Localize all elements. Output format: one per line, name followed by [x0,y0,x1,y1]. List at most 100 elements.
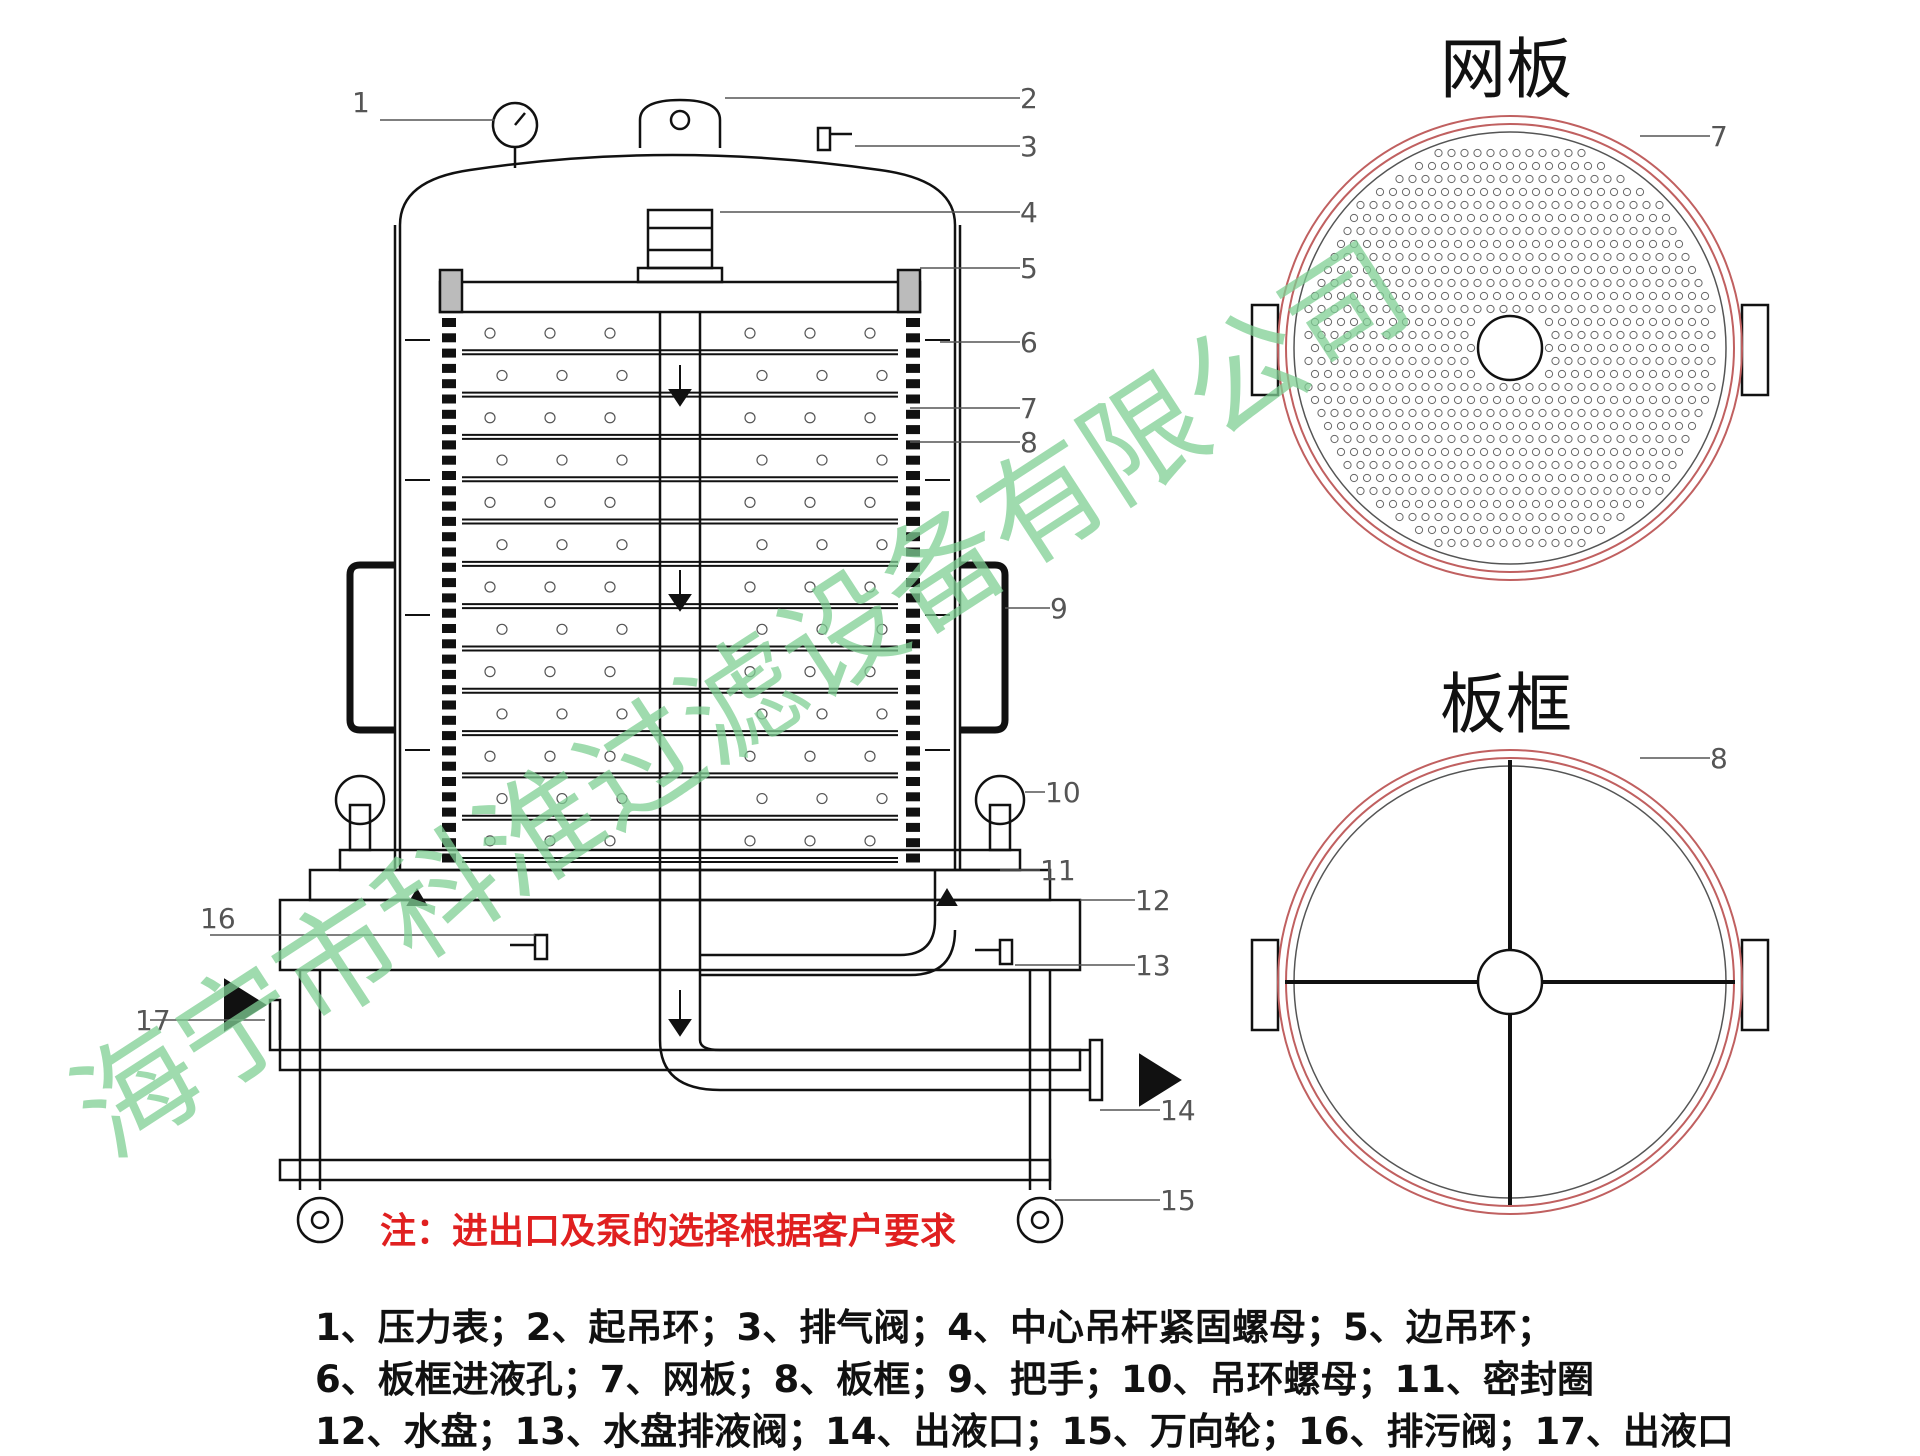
mesh-hole [1609,421,1619,431]
mesh-hole [1362,343,1372,353]
mesh-hole [1661,265,1671,275]
mesh-hole [1551,356,1560,366]
mesh-hole [1583,187,1593,197]
mesh-hole [1408,460,1417,470]
mesh-hole [1479,239,1489,249]
seal-block [442,532,456,542]
mesh-hole [1577,278,1586,288]
mesh-hole [1466,343,1476,353]
mesh-hole [1603,226,1612,236]
mesh-hole [1635,473,1645,483]
seal-block [906,822,920,832]
plate-hole [496,623,508,635]
mesh-hole [1642,460,1651,470]
mesh-hole [1687,317,1697,327]
plate-hole [816,539,828,551]
seal-block [906,761,920,771]
mesh-hole [1395,226,1404,236]
mesh-hole [1479,213,1489,223]
mesh-hole [1382,278,1391,288]
mesh-hole [1609,473,1619,483]
mesh-hole [1674,421,1684,431]
mesh-hole [1525,538,1534,548]
mesh-hole [1577,252,1586,262]
seal-block [442,807,456,817]
mesh-hole [1583,343,1593,353]
plate-hole [744,750,756,762]
mesh-hole [1401,473,1411,483]
mesh-hole [1557,525,1567,535]
mesh-hole [1317,382,1326,392]
mesh-hole [1356,200,1365,210]
mesh-hole [1382,434,1391,444]
mesh-hole [1479,161,1489,171]
mesh-hole [1668,252,1677,262]
mesh-hole [1629,486,1638,496]
mesh-hole [1362,213,1372,223]
callout-8: 8 [1020,426,1038,459]
mesh-hole [1635,187,1645,197]
mesh-hole [1609,447,1619,457]
mesh-hole [1466,161,1476,171]
mesh-hole [1596,239,1606,249]
leader-lines [150,97,1710,1201]
mesh-hole [1323,395,1333,405]
plate-hole [544,581,556,593]
mesh-hole [1460,330,1469,340]
mesh-hole [1687,395,1697,405]
plate-hole [816,792,828,805]
mesh-hole [1505,213,1515,223]
mesh-hole [1661,369,1671,379]
mesh-hole [1421,434,1430,444]
mesh-hole [1434,330,1443,340]
seal-block [906,700,920,710]
mesh-hole [1603,174,1612,184]
mesh-hole [1551,252,1560,262]
mesh-hole [1421,174,1430,184]
mesh-hole [1557,447,1567,457]
mesh-hole [1629,226,1638,236]
mesh-hole [1512,538,1521,548]
mesh-hole [1681,356,1690,366]
mesh-hole [1473,434,1482,444]
mesh-hole [1596,213,1606,223]
mesh-hole [1356,252,1365,262]
mesh-hole [1336,343,1346,353]
mesh-hole [1388,447,1398,457]
mesh-hole [1369,330,1378,340]
mesh-hole [1408,304,1417,314]
mesh-hole [1655,304,1664,314]
mesh-hole [1635,421,1645,431]
seal-block [906,333,920,343]
mesh-hole [1544,213,1554,223]
mesh-hole [1323,369,1333,379]
mesh-hole [1349,473,1359,483]
mesh-hole [1343,226,1352,236]
mesh-hole [1473,538,1482,548]
mesh-hole [1531,161,1541,171]
mesh-hole [1369,252,1378,262]
plate-hole [876,792,888,805]
plate-hole [616,539,628,551]
mesh-hole [1447,512,1456,522]
mesh-hole [1421,200,1430,210]
mesh-hole [1414,395,1424,405]
seal-block [906,532,920,542]
mesh-hole [1473,252,1482,262]
mesh-hole [1434,356,1443,366]
mesh-hole [1427,369,1437,379]
mesh-hole [1583,369,1593,379]
mesh-hole [1518,213,1528,223]
mesh-hole [1648,343,1658,353]
mesh-hole [1453,447,1463,457]
mesh-hole [1622,213,1632,223]
mesh-hole [1440,369,1450,379]
mesh-hole [1564,174,1573,184]
mesh-hole [1596,317,1606,327]
mesh-hole [1564,252,1573,262]
mesh-hole [1336,317,1346,327]
mesh-hole [1551,226,1560,236]
mesh-hole [1642,330,1651,340]
mesh-hole [1616,174,1625,184]
legend-line-1: 1、压力表；2、起吊环；3、排气阀；4、中心吊杆紧固螺母；5、边吊环； [315,1306,1554,1349]
